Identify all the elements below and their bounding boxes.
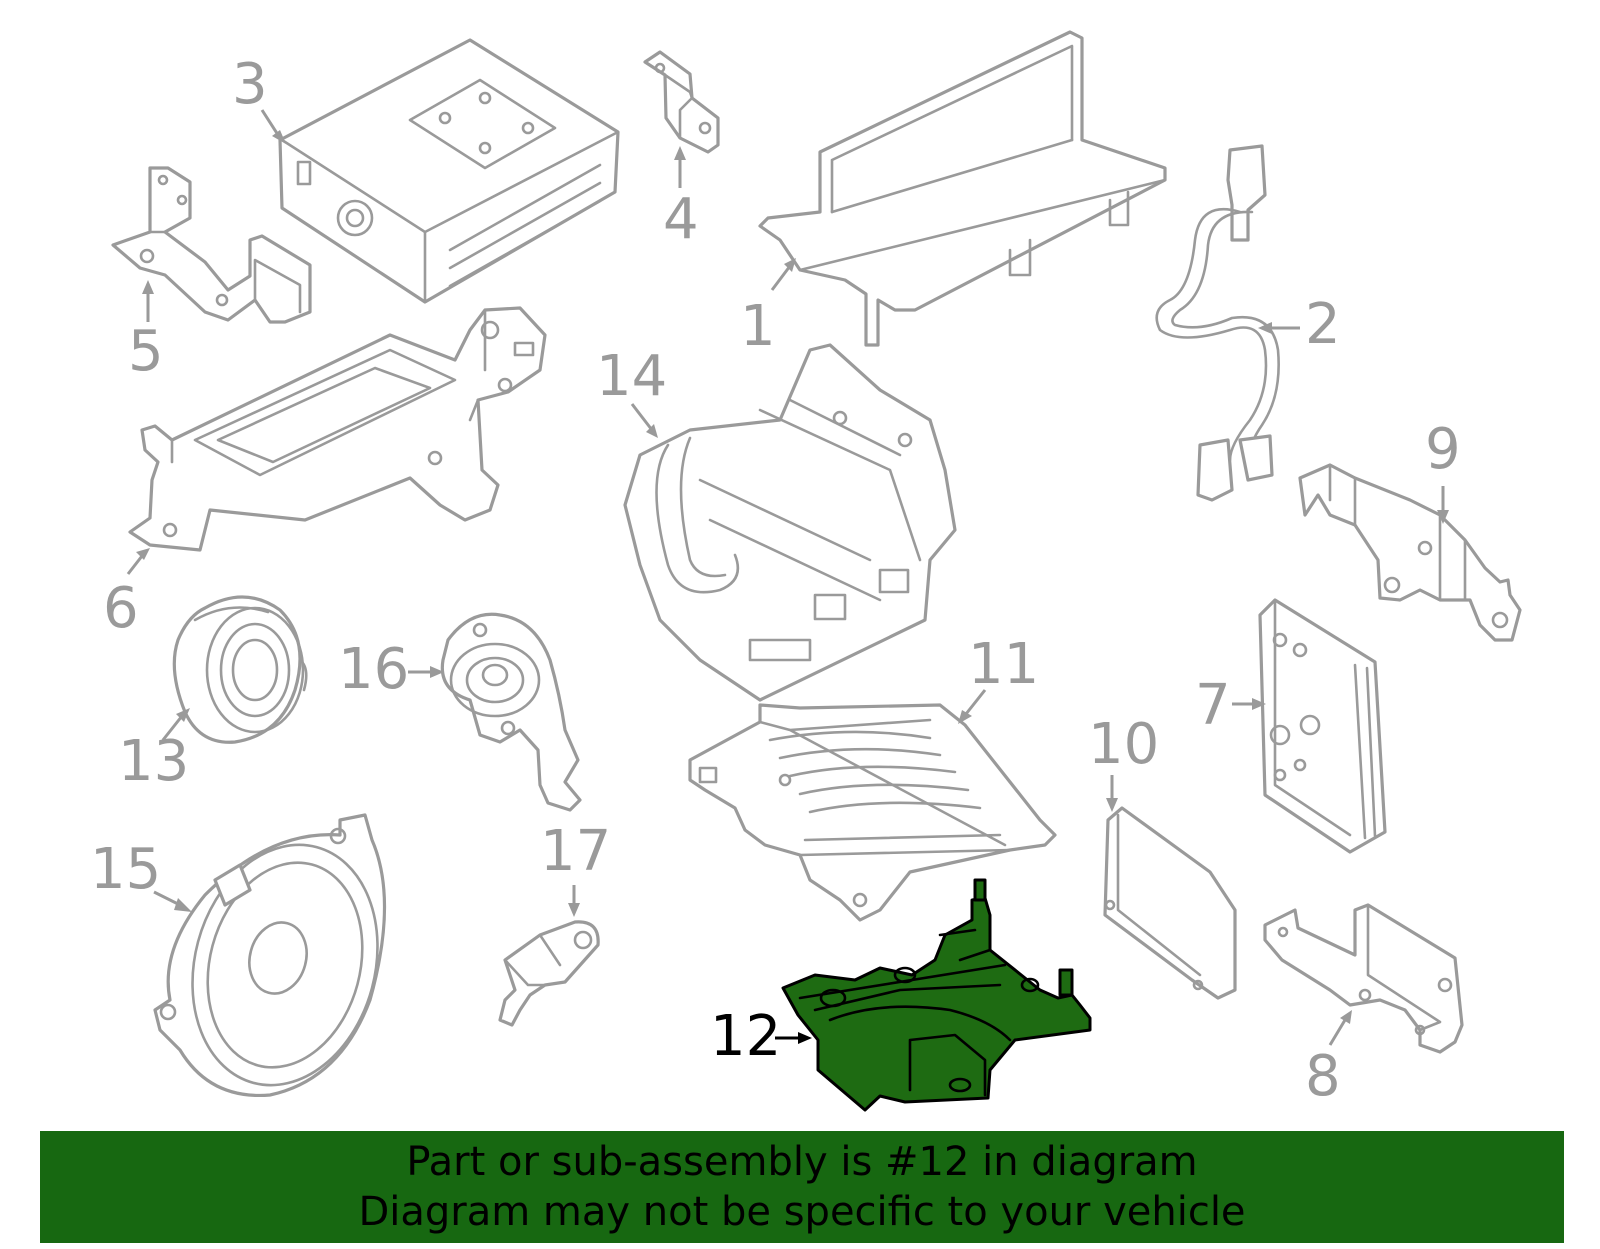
part-10-module[interactable]: [1103, 806, 1237, 1000]
banner-line-2: Diagram may not be specific to your vehi…: [358, 1189, 1246, 1235]
part-8-bracket[interactable]: [1263, 903, 1464, 1054]
callout-8: 8: [1305, 1044, 1341, 1109]
part-9-bracket[interactable]: [1298, 463, 1522, 642]
part-4-bracket[interactable]: [643, 50, 720, 154]
callout-16: 16: [338, 637, 409, 702]
part-3-head-unit[interactable]: [278, 38, 620, 304]
part-15-speaker[interactable]: [153, 813, 404, 1106]
callout-10: 10: [1088, 712, 1159, 777]
part-5-bracket[interactable]: [111, 166, 312, 324]
part-12-bracket-highlighted[interactable]: [781, 878, 1092, 1112]
part-16-speaker[interactable]: [440, 612, 582, 812]
callout-15: 15: [90, 837, 161, 902]
callout-7: 7: [1195, 673, 1231, 738]
part-13-tweeter[interactable]: [172, 595, 308, 744]
callout-14: 14: [596, 344, 667, 409]
part-6-bracket[interactable]: [128, 306, 547, 552]
callout-12: 12: [710, 1004, 781, 1069]
part-17-sensor[interactable]: [498, 920, 600, 1027]
callout-3: 3: [232, 52, 268, 117]
callout-6: 6: [103, 576, 139, 641]
part-1-display[interactable]: [758, 30, 1167, 347]
callout-17: 17: [540, 819, 611, 884]
part-2-wiring-harness[interactable]: [1155, 144, 1280, 502]
info-banner: Part or sub-assembly is #12 in diagram D…: [40, 1131, 1564, 1243]
part-11-control-module[interactable]: [688, 703, 1057, 922]
banner-line-1: Part or sub-assembly is #12 in diagram: [406, 1139, 1198, 1185]
callout-5: 5: [128, 319, 164, 384]
callout-9: 9: [1425, 417, 1461, 482]
callout-1: 1: [740, 294, 776, 359]
callout-11: 11: [968, 632, 1039, 697]
parts-diagram: 3 4 5 1 2: [90, 30, 1522, 1112]
part-7-module[interactable]: [1258, 598, 1387, 854]
callout-13: 13: [118, 729, 189, 794]
callout-2: 2: [1305, 292, 1341, 357]
part-14-hvac-unit[interactable]: [623, 343, 957, 702]
callout-4: 4: [663, 187, 699, 252]
